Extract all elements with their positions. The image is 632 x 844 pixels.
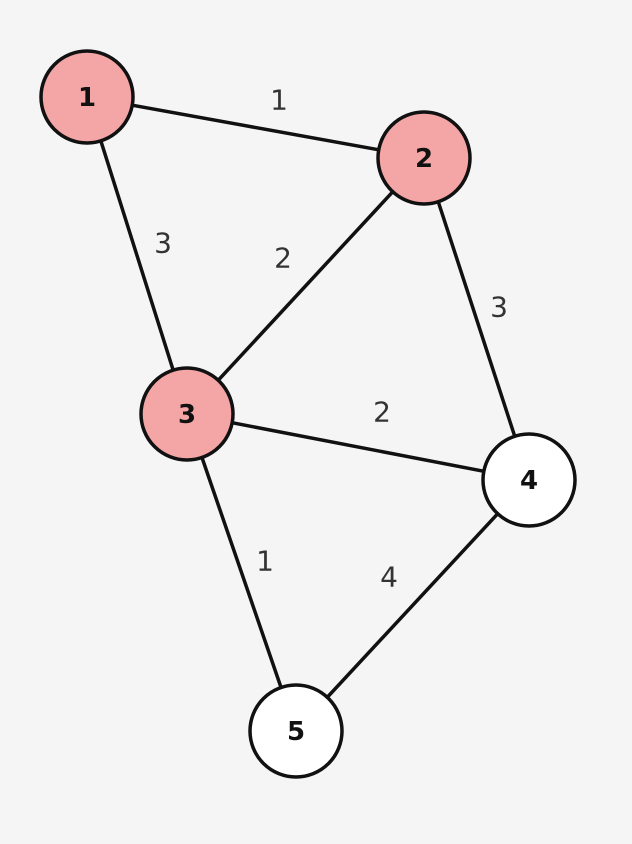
node-5-label: 5	[287, 717, 305, 747]
node-4-circle	[481, 432, 577, 528]
weight-label-2-4: 3	[490, 291, 508, 324]
node-2: 2	[376, 110, 472, 206]
node-1-circle	[39, 49, 135, 145]
node-3-circle	[139, 366, 235, 462]
edge-4-5	[294, 478, 531, 733]
node-4-label: 4	[520, 466, 538, 496]
node-5-circle	[248, 683, 344, 779]
weight-label-1-3: 3	[154, 227, 172, 260]
node-2-label: 2	[415, 144, 433, 174]
node-5: 5	[248, 683, 344, 779]
node-3-label: 3	[178, 400, 196, 430]
edge-3-4	[185, 412, 531, 482]
node-1-label: 1	[78, 83, 96, 113]
nodes: 1 2 3 4 5	[39, 49, 577, 779]
edge-1-3	[85, 95, 189, 416]
weight-label-3-4: 2	[373, 396, 391, 429]
edge-2-4	[422, 156, 531, 482]
edge-3-5	[185, 412, 298, 733]
weight-label-3-5: 1	[256, 545, 274, 578]
node-4: 4	[481, 432, 577, 528]
edge-1-2	[85, 95, 426, 160]
edge-weights: 1 3 2 3 2 1 4	[154, 84, 508, 594]
node-3: 3	[139, 366, 235, 462]
weight-label-2-3: 2	[274, 242, 292, 275]
weight-label-4-5: 4	[380, 561, 398, 594]
node-1: 1	[39, 49, 135, 145]
edges	[85, 95, 531, 733]
weight-label-1-2: 1	[270, 84, 288, 117]
node-2-circle	[376, 110, 472, 206]
edge-2-3	[185, 156, 426, 416]
